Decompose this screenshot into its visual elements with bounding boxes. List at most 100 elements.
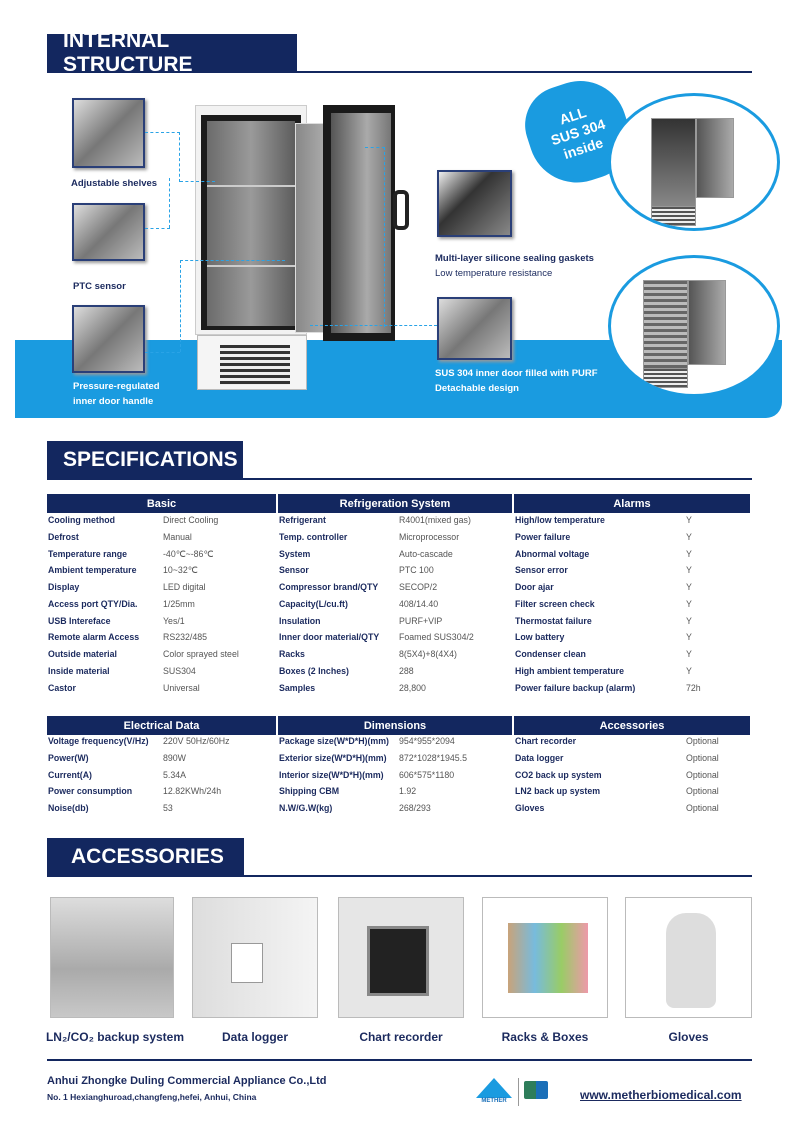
spec-label: Power failure	[515, 531, 571, 542]
spec-value: Y	[686, 649, 692, 659]
spec-value: Y	[686, 665, 692, 676]
spec-value: 72h	[686, 682, 701, 693]
spec-label: Power(W)	[48, 752, 89, 763]
spec-label: Inner door material/QTY	[279, 632, 380, 643]
spec-value: 872*1028*1945.5	[399, 752, 467, 763]
spec-label: Package size(W*D*H)(mm)	[279, 736, 389, 746]
gasket-label-line2: Low temperature resistance	[435, 268, 553, 279]
ptc-sensor-thumbnail	[72, 203, 145, 261]
spec-label: Refrigerant	[279, 515, 326, 525]
spec-group-header: Alarms	[514, 494, 750, 513]
spec-label: System	[279, 548, 311, 559]
spec-label: High/low temperature	[515, 515, 605, 525]
spec-label: LN2 back up system	[515, 786, 601, 797]
inner-door-label-line1: SUS 304 inner door filled with PURF	[435, 368, 598, 379]
spec-value: Y	[686, 582, 692, 592]
spec-label: Low battery	[515, 632, 565, 643]
spec-label: Voltage frequency(V/Hz)	[48, 736, 149, 746]
divider	[47, 478, 752, 480]
spec-label: Insulation	[279, 615, 321, 626]
mether-logo: METHER	[474, 1078, 514, 1108]
spec-value: Auto-cascade	[399, 548, 453, 559]
handle-thumbnail	[72, 305, 145, 373]
accessory-label: Data logger	[221, 1030, 288, 1044]
spec-label: Samples	[279, 682, 316, 693]
spec-value: 12.82KWh/24h	[163, 786, 222, 797]
spec-value: 10~32℃	[163, 565, 198, 576]
spec-value: Optional	[686, 752, 719, 763]
spec-label: Temperature range	[48, 548, 128, 559]
spec-label: Noise(db)	[48, 803, 89, 813]
accessory-label: Chart recorder	[359, 1030, 443, 1044]
inner-door-label: SUS 304 inner door filled with PURF Detac…	[435, 366, 598, 396]
freezer-racks-circle	[608, 255, 780, 397]
gasket-label-line1: Multi-layer silicone sealing gaskets	[435, 253, 594, 264]
freezer-image	[195, 105, 410, 395]
spec-value: RS232/485	[163, 632, 208, 643]
mether-logo-text: METHER	[481, 1098, 507, 1104]
spec-label: Shipping CBM	[279, 786, 340, 797]
spec-value: 53	[163, 803, 173, 813]
spec-value: Manual	[163, 531, 192, 542]
gloves-image	[625, 897, 752, 1018]
spec-group-header: Refrigeration System	[278, 494, 512, 513]
spec-label: Abnormal voltage	[515, 548, 590, 559]
footer-divider	[47, 1059, 752, 1061]
company-name: Anhui Zhongke Duling Commercial Applianc…	[47, 1075, 327, 1087]
chart-recorder-image	[338, 897, 464, 1018]
accessory-label: Racks & Boxes	[501, 1030, 589, 1044]
spec-value: 1/25mm	[163, 598, 195, 609]
spec-value: Yes/1	[163, 615, 185, 626]
divider	[47, 71, 752, 73]
spec-value: Color sprayed steel	[163, 649, 239, 659]
spec-label: Gloves	[515, 803, 545, 813]
spec-value: 408/14.40	[399, 598, 439, 609]
spec-value: 1.92	[399, 786, 417, 797]
spec-label: Condenser clean	[515, 649, 586, 659]
spec-label: Capacity(L/cu.ft)	[279, 598, 348, 609]
website-link[interactable]: www.metherbiomedical.com	[580, 1088, 742, 1102]
spec-value: 890W	[163, 752, 186, 763]
spec-label: Display	[48, 582, 80, 592]
spec-value: Optional	[686, 736, 719, 746]
spec-label: Door ajar	[515, 582, 554, 592]
spec-label: Compressor brand/QTY	[279, 582, 379, 592]
spec-value: Y	[686, 531, 692, 542]
spec-label: N.W/G.W(kg)	[279, 803, 333, 813]
pm-logo-icon	[524, 1081, 548, 1099]
freezer-open-circle	[608, 93, 780, 231]
spec-value: 5.34A	[163, 769, 186, 780]
spec-label: Current(A)	[48, 769, 92, 780]
spec-label: Cooling method	[48, 515, 115, 525]
spec-value: 954*955*2094	[399, 736, 455, 746]
spec-label: USB Intereface	[48, 615, 111, 626]
spec-value: LED digital	[163, 582, 206, 592]
spec-label: Exterior size(W*D*H)(mm)	[279, 752, 387, 763]
section-title-specifications: SPECIFICATIONS	[47, 441, 243, 479]
inner-door-label-line2: Detachable design	[435, 383, 519, 394]
spec-value: -40℃~-86℃	[163, 548, 214, 559]
shelves-thumbnail	[72, 98, 145, 168]
spec-group-header: Basic	[47, 494, 276, 513]
spec-label: Chart recorder	[515, 736, 577, 746]
spec-label: Access port QTY/Dia.	[48, 598, 138, 609]
spec-label: Sensor error	[515, 565, 568, 576]
spec-value: 606*575*1180	[399, 769, 455, 780]
accessory-label: LN₂/CO₂ backup system	[45, 1030, 185, 1044]
spec-label: Sensor	[279, 565, 309, 576]
spec-value: Optional	[686, 803, 719, 813]
accessory-label: Gloves	[668, 1030, 709, 1044]
backup-system-image	[50, 897, 174, 1018]
spec-value: 288	[399, 665, 414, 676]
spec-value: PTC 100	[399, 565, 434, 576]
spec-value: Direct Cooling	[163, 515, 219, 525]
spec-label: High ambient temperature	[515, 665, 625, 676]
spec-value: 28,800	[399, 682, 426, 693]
spec-value: Optional	[686, 769, 719, 780]
spec-label: Power consumption	[48, 786, 133, 797]
spec-group-header: Accessories	[514, 716, 750, 735]
spec-value: 8(5X4)+8(4X4)	[399, 649, 457, 659]
spec-label: CO2 back up system	[515, 769, 602, 780]
spec-label: Inside material	[48, 665, 110, 676]
